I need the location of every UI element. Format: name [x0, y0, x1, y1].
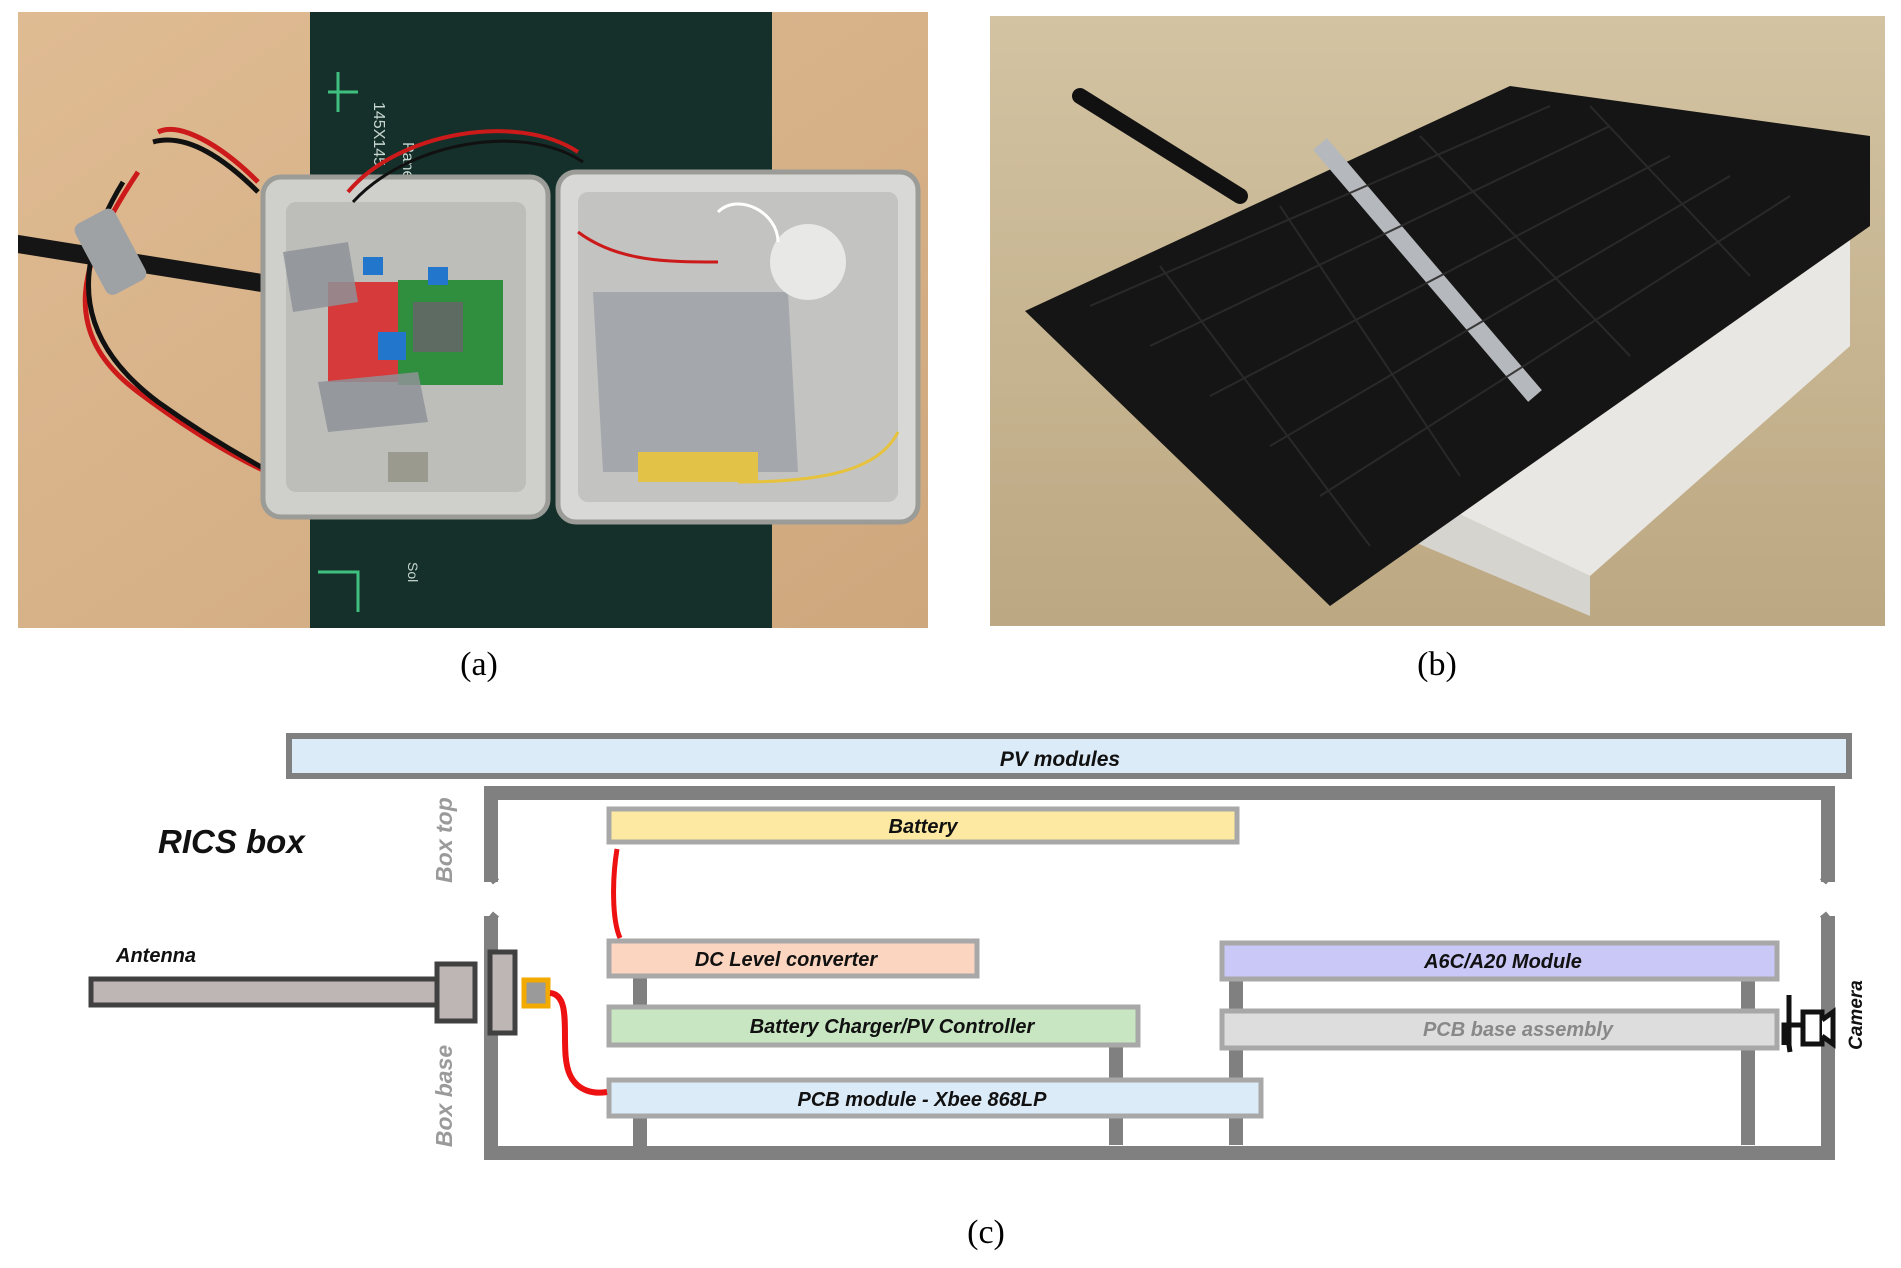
antenna-b: [1072, 88, 1248, 204]
camera-icon: [1781, 1007, 1836, 1049]
pcb-base-bar: [1219, 1008, 1780, 1051]
pv-modules-label: PV modules: [1000, 748, 1120, 771]
antenna-flange: [487, 949, 518, 1036]
panel-text-3: Sol: [405, 562, 421, 582]
pcb-base-label: PCB base assembly: [1423, 1019, 1614, 1041]
pcb-xbee-bar: [606, 1077, 1264, 1119]
rics-box-diagram: PV modules Box top RICS box Battery Box …: [88, 733, 1867, 1160]
rics-box-title: RICS box: [158, 823, 306, 860]
antenna-label: Antenna: [115, 945, 196, 967]
box-top-frame: [484, 786, 1835, 882]
caption-a: (a): [460, 646, 498, 683]
charger-label: Battery Charger/PV Controller: [750, 1016, 1036, 1038]
pcb-posts: [633, 971, 1755, 1146]
charger-bar: [606, 1004, 1141, 1048]
tape-lid: [593, 292, 798, 472]
antenna-rod: [88, 976, 442, 1008]
a6c-module-bar: [1219, 940, 1780, 982]
battery-wire: [611, 848, 623, 940]
caption-b: (b): [1417, 646, 1457, 683]
antenna-nut: [434, 961, 478, 1024]
panel-text-2: 145X145: [370, 102, 387, 166]
pv-modules-bar: [286, 733, 1852, 779]
panel-tape: [1313, 138, 1542, 402]
box-top-label: Box top: [431, 797, 457, 883]
photo-a: Panel 145X145 Sol: [18, 12, 928, 628]
caption-c: (c): [967, 1214, 1005, 1251]
photo-b: [990, 16, 1885, 626]
battery-bar: [606, 806, 1240, 845]
pcb-xbee-label: PCB module - Xbee 868LP: [798, 1089, 1048, 1111]
dc-converter-label: DC Level converter: [695, 949, 879, 971]
battery-label: Battery: [889, 816, 959, 838]
camera-label: Camera: [1846, 980, 1867, 1050]
dc-converter-bar: [606, 938, 980, 979]
antenna-connector: [521, 977, 551, 1009]
solar-panel-b: [1025, 86, 1870, 606]
antenna-wire: [549, 990, 608, 1096]
battery-photo: [638, 452, 758, 482]
camera-bracket: [1786, 995, 1793, 1053]
a6c-module-label: A6C/A20 Module: [1423, 951, 1582, 973]
antenna-cable: [18, 235, 277, 293]
box-base-label: Box base: [431, 1045, 457, 1147]
